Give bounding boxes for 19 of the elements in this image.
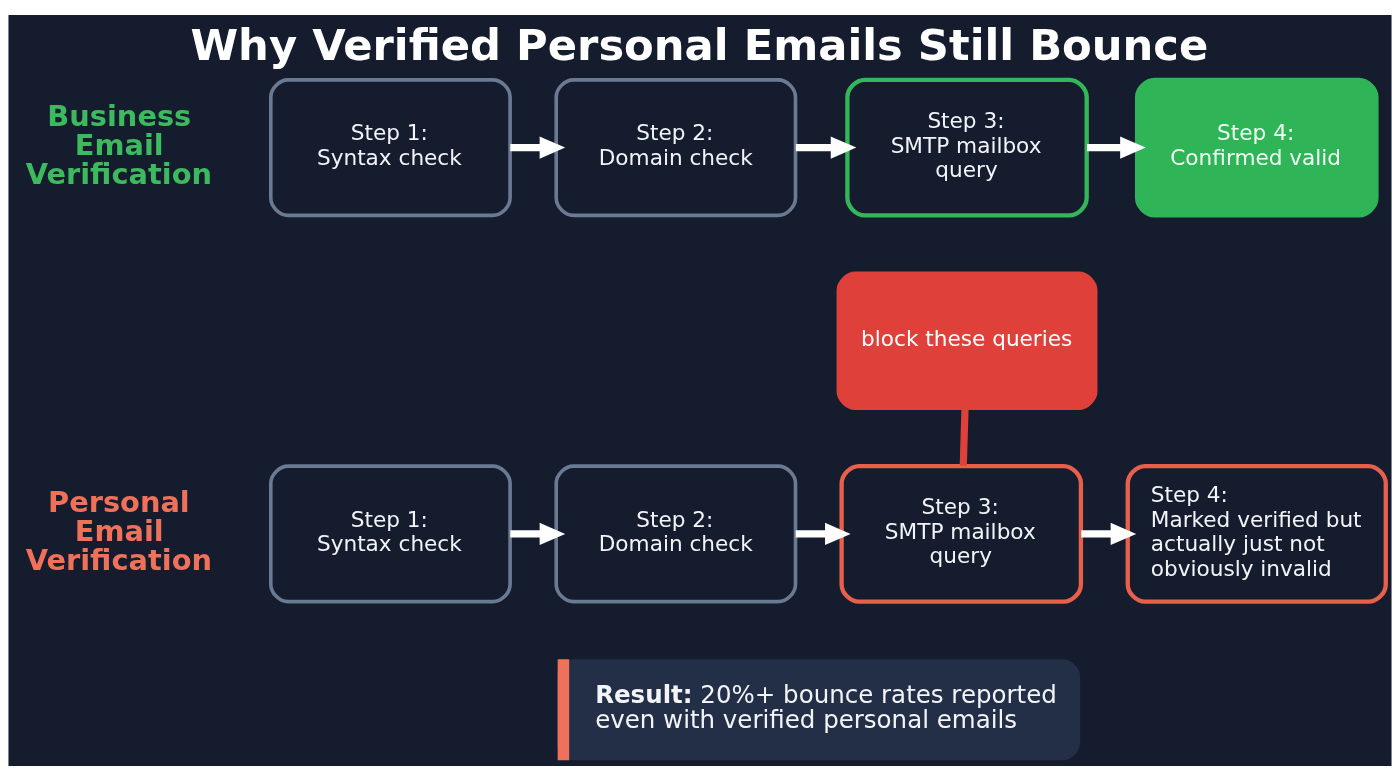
diagram-title: Why Verified Personal Emails Still Bounce <box>190 19 1209 70</box>
node-box: Step 2: Domain check <box>554 78 798 218</box>
arrow <box>510 136 566 159</box>
arrow <box>795 136 857 159</box>
connector <box>959 408 969 466</box>
node-box: Step 3: SMTP mailbox query <box>839 464 1084 604</box>
arrow <box>1081 522 1137 546</box>
node-box: Step 1: Syntax check <box>269 78 512 218</box>
arrow <box>510 522 566 546</box>
label: Personal Email Verification <box>25 485 212 577</box>
node-box: Step 1: Syntax check <box>269 464 512 604</box>
node-box: Step 3: SMTP mailbox query <box>845 77 1089 218</box>
node-box: Step 4: Marked verified but actually just not obviously invalid <box>1125 464 1388 604</box>
arrow <box>795 522 851 546</box>
label: Business Email Verification <box>25 98 212 191</box>
node-box: Step 4: Confirmed valid <box>1134 77 1379 218</box>
node-box: Step 2: Domain check <box>554 464 798 604</box>
node-box: block these queries <box>836 271 1098 410</box>
arrow <box>1087 136 1146 159</box>
